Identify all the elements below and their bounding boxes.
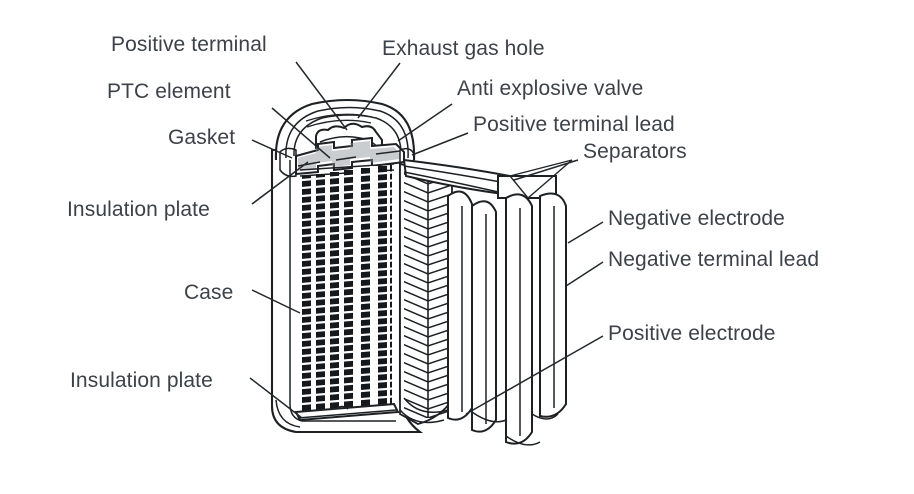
label-insulation-plate-bottom: Insulation plate <box>70 369 213 392</box>
label-anti-explosive-valve: Anti explosive valve <box>457 77 644 100</box>
label-separators: Separators <box>583 140 687 163</box>
leader-ptc-element <box>271 107 331 159</box>
label-case: Case <box>184 281 234 304</box>
leader-positive-electrode <box>465 335 604 415</box>
label-positive-terminal-lead: Positive terminal lead <box>473 113 675 136</box>
leader-case <box>251 289 301 314</box>
insulation-plate-bottom <box>294 402 400 422</box>
jelly-roll-electrodes <box>301 165 392 416</box>
leader-negative-electrode <box>567 221 604 244</box>
unrolled-electrode-sheets <box>447 190 567 446</box>
leader-insulation-plate-top <box>251 161 309 205</box>
leader-separators <box>513 159 579 181</box>
label-negative-electrode: Negative electrode <box>608 207 785 230</box>
leader-lines <box>249 61 604 419</box>
leader-insulation-plate-bottom <box>249 377 303 419</box>
label-insulation-plate-top: Insulation plate <box>67 198 210 221</box>
leader-gasket <box>251 139 293 159</box>
label-positive-terminal: Positive terminal <box>111 33 267 56</box>
label-exhaust-gas-hole: Exhaust gas hole <box>382 37 545 60</box>
leader-anti-explosive-valve <box>397 103 453 142</box>
label-positive-electrode: Positive electrode <box>608 322 776 345</box>
leader-exhaust-gas-hole <box>357 62 401 119</box>
leader-positive-terminal-lead <box>411 132 469 156</box>
leader-negative-terminal-lead <box>565 261 604 287</box>
separator-fan <box>402 158 573 199</box>
label-negative-terminal-lead: Negative terminal lead <box>608 248 820 271</box>
label-ptc-element: PTC element <box>107 80 231 103</box>
leader-positive-terminal <box>295 61 348 131</box>
label-gasket: Gasket <box>168 126 236 149</box>
jelly-roll-spiral-section <box>399 162 453 425</box>
